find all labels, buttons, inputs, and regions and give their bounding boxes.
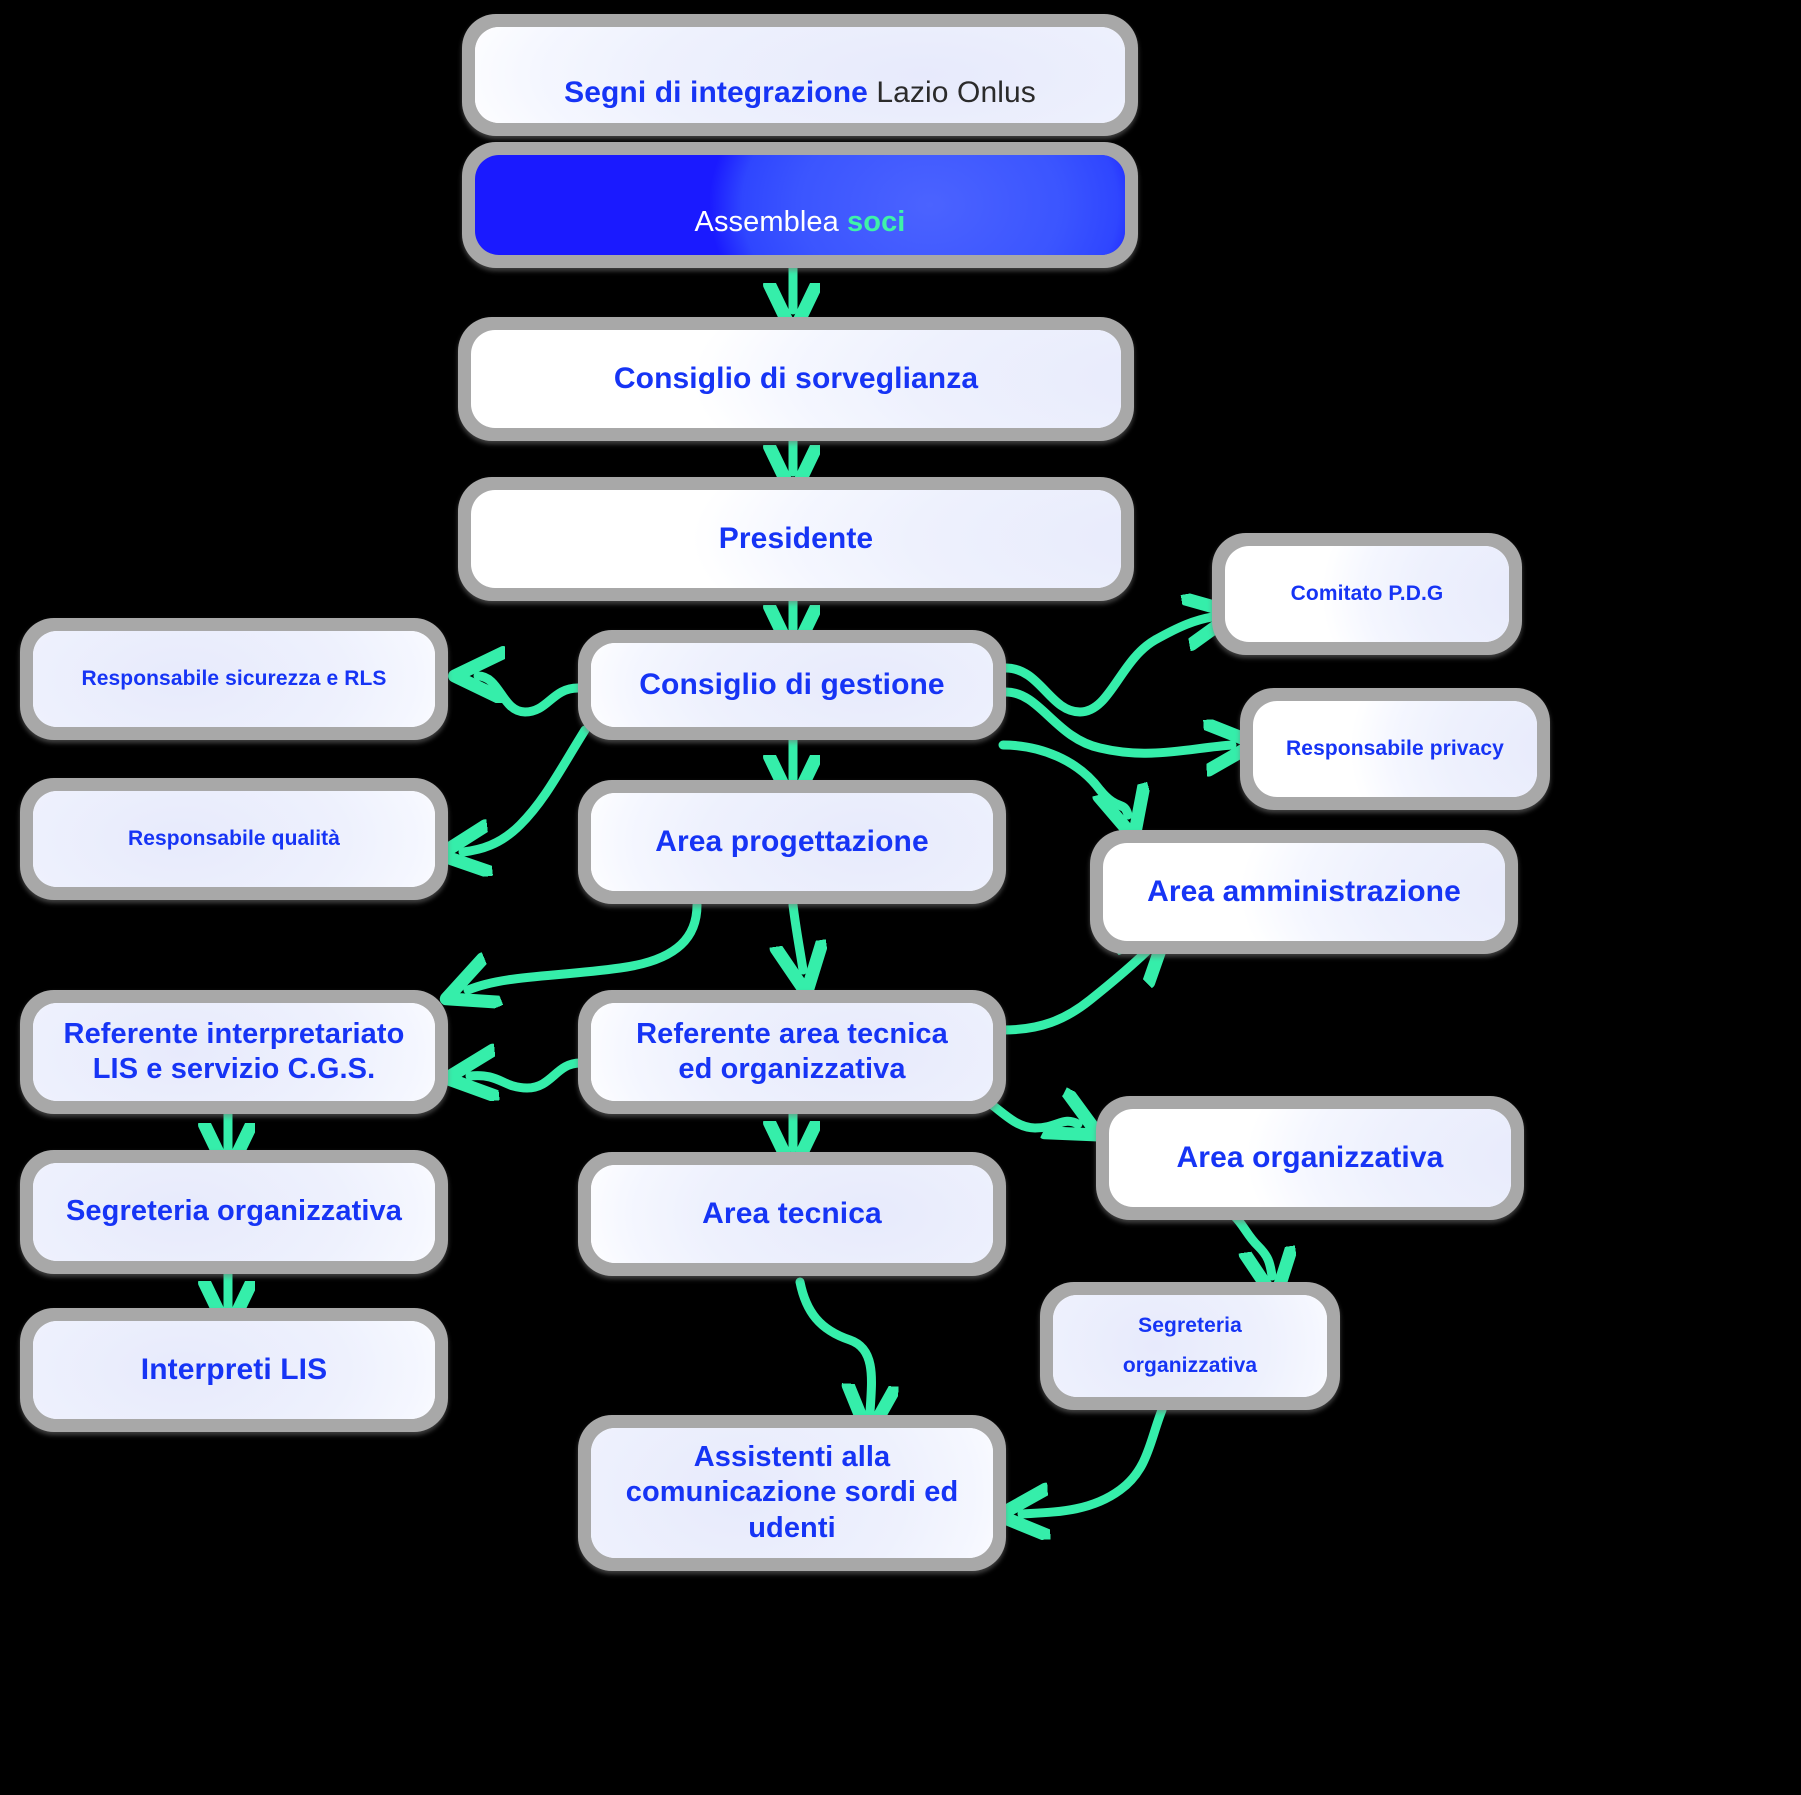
node-sorveglianza-label: Consiglio di sorveglianza <box>613 361 979 395</box>
node-privacy[interactable]: Responsabile privacy <box>1240 688 1550 810</box>
edge-referente-interpretariato <box>470 1063 585 1088</box>
edge-segreteriadx-assistenti <box>1022 1405 1167 1514</box>
node-qualita-surface: Responsabile qualità <box>33 791 435 887</box>
node-segreteria-dx-surface: Segreteria organizzativa <box>1053 1295 1327 1397</box>
node-segreteria-sx-label: Segreteria organizzativa <box>65 1195 403 1228</box>
node-sicurezza[interactable]: Responsabile sicurezza e RLS <box>20 618 448 740</box>
node-assemblea-label-plain: Assemblea <box>694 206 848 238</box>
node-comitato-surface: Comitato P.D.G <box>1225 546 1509 642</box>
node-interpreti-surface: Interpreti LIS <box>33 1321 435 1419</box>
node-referente-tecnica-surface: Referente area tecnica ed organizzativa <box>591 1003 993 1101</box>
node-assemblea[interactable]: Assemblea soci <box>462 142 1138 268</box>
node-org[interactable]: Segni di integrazione Lazio Onlus <box>462 14 1138 136</box>
edge-progettazione-interpretariato <box>468 900 702 990</box>
node-assemblea-label-highlight: soci <box>847 206 906 238</box>
node-interpretariato[interactable]: Referente interpretariato LIS e servizio… <box>20 990 448 1114</box>
node-gestione-label: Consiglio di gestione <box>639 667 945 701</box>
node-comitato[interactable]: Comitato P.D.G <box>1212 533 1522 655</box>
node-referente-tecnica-label: Referente area tecnica ed organizzativa <box>636 1017 948 1085</box>
node-area-tecnica-label: Area tecnica <box>702 1196 882 1230</box>
node-interpreti-label: Interpreti LIS <box>140 1352 328 1386</box>
node-sicurezza-surface: Responsabile sicurezza e RLS <box>33 631 435 727</box>
node-gestione[interactable]: Consiglio di gestione <box>578 630 1006 740</box>
node-segreteria-dx-label: Segreteria organizzativa <box>1122 1314 1258 1377</box>
node-interpretariato-surface: Referente interpretariato LIS e servizio… <box>33 1003 435 1101</box>
node-progettazione-surface: Area progettazione <box>591 793 993 891</box>
node-segreteria-dx[interactable]: Segreteria organizzativa <box>1040 1282 1340 1410</box>
edge-gestione-amministrazione <box>998 740 1128 815</box>
node-interpretariato-label: Referente interpretariato LIS e servizio… <box>63 1017 405 1085</box>
node-presidente[interactable]: Presidente <box>458 477 1134 601</box>
node-sicurezza-label: Responsabile sicurezza e RLS <box>81 667 387 691</box>
node-assemblea-surface: Assemblea soci <box>475 155 1125 255</box>
node-segreteria-sx-surface: Segreteria organizzativa <box>33 1163 435 1261</box>
node-assemblea-label: Assemblea soci <box>681 170 920 241</box>
node-comitato-label: Comitato P.D.G <box>1290 582 1444 606</box>
node-org-label-bold: Segni di integrazione <box>564 76 868 109</box>
node-progettazione[interactable]: Area progettazione <box>578 780 1006 904</box>
node-sorveglianza-surface: Consiglio di sorveglianza <box>471 330 1121 428</box>
node-amministrazione[interactable]: Area amministrazione <box>1090 830 1518 954</box>
node-amministrazione-surface: Area amministrazione <box>1103 843 1505 941</box>
node-segreteria-sx[interactable]: Segreteria organizzativa <box>20 1150 448 1274</box>
node-amministrazione-label: Area amministrazione <box>1147 874 1461 908</box>
node-org-surface: Segni di integrazione Lazio Onlus <box>475 27 1125 123</box>
node-interpreti[interactable]: Interpreti LIS <box>20 1308 448 1432</box>
edge-gestione-comitato <box>1001 617 1212 717</box>
edge-gestione-qualita <box>463 725 590 852</box>
node-presidente-surface: Presidente <box>471 490 1121 588</box>
node-organizzativa[interactable]: Area organizzativa <box>1096 1096 1524 1220</box>
node-referente-tecnica[interactable]: Referente area tecnica ed organizzativa <box>578 990 1006 1114</box>
edge-progettazione-referente <box>793 900 803 970</box>
node-org-label: Segni di integrazione Lazio Onlus <box>550 38 1050 111</box>
node-assistenti-label: Assistenti alla comunicazione sordi ed u… <box>625 1440 959 1544</box>
node-presidente-label: Presidente <box>718 521 874 555</box>
node-organizzativa-surface: Area organizzativa <box>1109 1109 1511 1207</box>
node-org-label-plain: Lazio Onlus <box>867 76 1036 109</box>
node-privacy-label: Responsabile privacy <box>1286 737 1504 761</box>
node-qualita[interactable]: Responsabile qualità <box>20 778 448 900</box>
node-qualita-label: Responsabile qualità <box>127 827 341 851</box>
node-assistenti[interactable]: Assistenti alla comunicazione sordi ed u… <box>578 1415 1006 1571</box>
node-assistenti-surface: Assistenti alla comunicazione sordi ed u… <box>591 1428 993 1558</box>
edge-referente-amministrazione <box>998 948 1150 1035</box>
node-organizzativa-label: Area organizzativa <box>1176 1140 1444 1174</box>
node-gestione-surface: Consiglio di gestione <box>591 643 993 727</box>
node-progettazione-label: Area progettazione <box>655 824 929 858</box>
edge-gestione-sicurezza <box>478 676 583 717</box>
node-area-tecnica[interactable]: Area tecnica <box>578 1152 1006 1276</box>
edge-areatecnica-assistenti <box>795 1277 871 1412</box>
node-privacy-surface: Responsabile privacy <box>1253 701 1537 797</box>
node-area-tecnica-surface: Area tecnica <box>591 1165 993 1263</box>
node-sorveglianza[interactable]: Consiglio di sorveglianza <box>458 317 1134 441</box>
edge-gestione-privacy <box>1001 687 1232 753</box>
